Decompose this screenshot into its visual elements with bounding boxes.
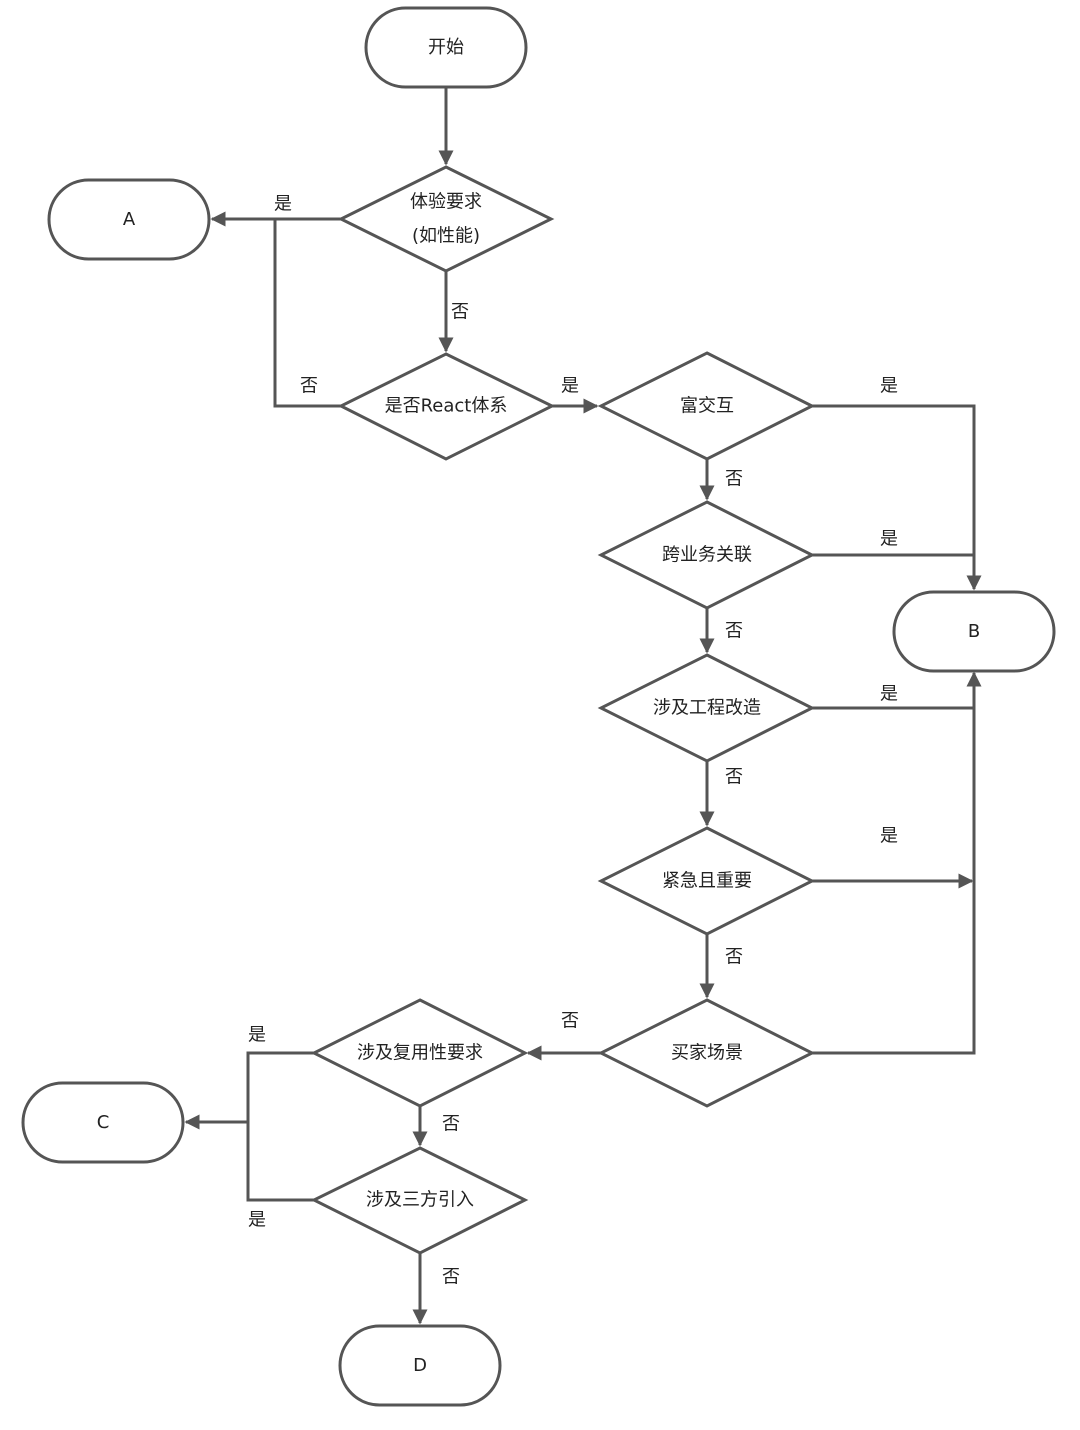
edges xyxy=(184,87,982,1325)
edge-label-no: 否 xyxy=(725,947,743,968)
edge-label-yes: 是 xyxy=(248,1025,266,1046)
end-a-label: A xyxy=(123,209,136,230)
end-d-label: D xyxy=(413,1355,427,1376)
edge-react-no-to-a xyxy=(273,219,341,408)
decision-urgent: 紧急且重要 xyxy=(597,826,816,936)
edge-label-no: 否 xyxy=(725,469,743,490)
edge-label-yes: 是 xyxy=(880,826,898,847)
decision-experience-line2: (如性能) xyxy=(412,226,480,247)
decision-rich-interaction-label: 富交互 xyxy=(680,396,734,417)
start-node: 开始 xyxy=(364,6,528,89)
edge-label-yes: 是 xyxy=(274,194,292,215)
decision-engineering-label: 涉及工程改造 xyxy=(653,698,761,719)
edge-label-no: 否 xyxy=(442,1114,460,1135)
edge-labels: 是 否 否 是 是 否 是 否 是 否 是 否 否 是 否 是 否 xyxy=(248,194,898,1288)
decision-is-react: 是否React体系 xyxy=(337,352,556,461)
edge-label-no: 否 xyxy=(451,302,469,323)
edge-label-yes: 是 xyxy=(561,376,579,397)
edge-label-yes: 是 xyxy=(880,684,898,705)
edge-label-yes: 是 xyxy=(248,1210,266,1231)
end-node-a: A xyxy=(47,178,211,261)
edge-label-no: 否 xyxy=(561,1011,579,1032)
edge-buyer-to-b xyxy=(812,671,982,1055)
end-node-c: C xyxy=(21,1081,185,1164)
decision-is-react-label: 是否React体系 xyxy=(385,396,508,417)
edge-rich-to-b xyxy=(812,404,982,591)
edge-label-yes: 是 xyxy=(880,529,898,550)
edge-label-no: 否 xyxy=(725,767,743,788)
decision-buyer: 买家场景 xyxy=(597,998,816,1108)
nodes: 开始 A B C D 体验要求 (如性能) 是否React体系 xyxy=(21,6,1056,1407)
end-node-d: D xyxy=(338,1324,502,1407)
end-c-label: C xyxy=(97,1112,110,1133)
edge-reuse-to-c xyxy=(246,1051,314,1202)
end-b-label: B xyxy=(968,621,980,642)
decision-cross-business: 跨业务关联 xyxy=(597,500,816,610)
decision-experience: 体验要求 (如性能) xyxy=(337,165,555,273)
decision-third-party-label: 涉及三方引入 xyxy=(366,1190,474,1211)
decision-experience-line1: 体验要求 xyxy=(410,192,482,213)
edge-label-no: 否 xyxy=(725,621,743,642)
end-node-b: B xyxy=(892,590,1056,673)
edge-label-no: 否 xyxy=(442,1267,460,1288)
decision-reuse-label: 涉及复用性要求 xyxy=(357,1043,483,1064)
decision-third-party: 涉及三方引入 xyxy=(310,1146,529,1255)
start-label: 开始 xyxy=(428,37,464,58)
edge-label-no: 否 xyxy=(300,376,318,397)
decision-engineering: 涉及工程改造 xyxy=(597,653,816,763)
decision-reuse: 涉及复用性要求 xyxy=(310,998,529,1108)
decision-rich-interaction: 富交互 xyxy=(597,351,816,461)
decision-buyer-label: 买家场景 xyxy=(671,1043,743,1064)
edge-label-yes: 是 xyxy=(880,376,898,397)
decision-cross-business-label: 跨业务关联 xyxy=(662,545,752,566)
decision-urgent-label: 紧急且重要 xyxy=(662,871,752,892)
